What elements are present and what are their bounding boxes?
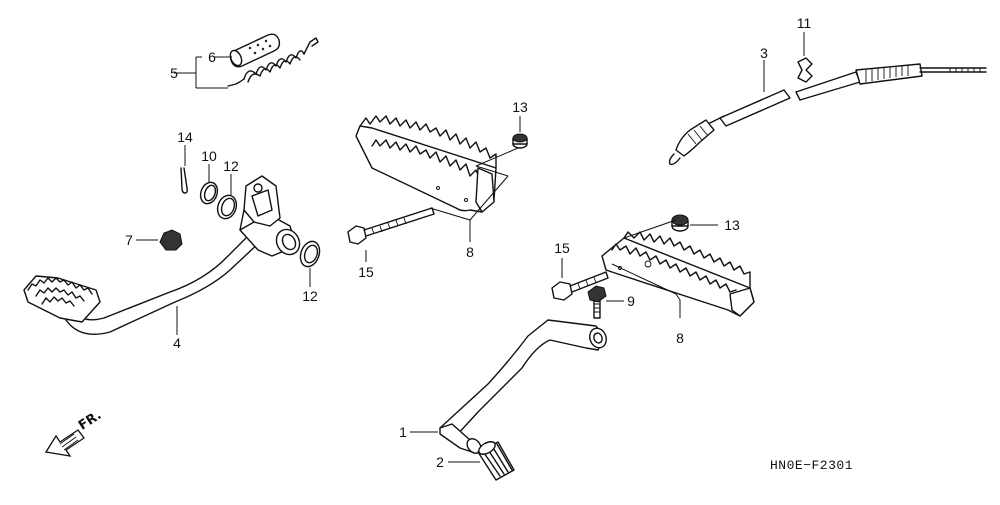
- callout-8-lower: 8: [676, 330, 684, 346]
- part-10-washer: [199, 164, 219, 205]
- diagram-code: HN0E−F2301: [770, 458, 854, 473]
- callout-2: 2: [436, 454, 444, 470]
- callout-1: 1: [399, 424, 407, 440]
- part-13-rubber-upper: [512, 116, 528, 149]
- part-9-bolt: [587, 285, 624, 319]
- callout-4: 4: [173, 335, 181, 351]
- callout-7: 7: [125, 232, 133, 248]
- callout-13-upper: 13: [512, 99, 528, 115]
- part-6-sleeve: [229, 33, 281, 68]
- part-12-seal-lower: [299, 240, 321, 287]
- part-3-brake-cable: [668, 60, 987, 166]
- part-8-footpeg-lower: [601, 219, 755, 318]
- part-1-change-pedal: [410, 319, 607, 454]
- part-8-footpeg-upper: [355, 115, 519, 242]
- part-14-cotter-pin: [180, 145, 188, 194]
- part-2-pedal-rubber: [448, 441, 515, 481]
- part-12-seal-upper: [216, 174, 238, 220]
- callout-5: 5: [170, 65, 178, 81]
- callout-14: 14: [177, 129, 193, 145]
- callout-10: 10: [201, 148, 217, 164]
- callout-15-upper: 15: [358, 264, 374, 280]
- callout-11: 11: [796, 15, 812, 31]
- front-direction-arrow: [44, 429, 85, 457]
- part-7-grease-fitting: [136, 229, 183, 251]
- callout-6: 6: [208, 49, 216, 65]
- part-13-rubber-lower: [671, 214, 718, 232]
- callout-8-upper: 8: [466, 244, 474, 260]
- callout-12-lower: 12: [302, 288, 318, 304]
- callout-15-lower: 15: [554, 240, 570, 256]
- callout-3: 3: [760, 45, 768, 61]
- part-5-spring: [227, 37, 319, 87]
- part-4-brake-pedal: [23, 175, 301, 335]
- callout-12-upper: 12: [223, 158, 239, 174]
- part-11-clip: [797, 32, 813, 83]
- callout-9: 9: [627, 293, 635, 309]
- part-15-bolt-lower: [551, 258, 609, 301]
- part-15-bolt-upper: [347, 207, 435, 262]
- callout-13-lower: 13: [724, 217, 740, 233]
